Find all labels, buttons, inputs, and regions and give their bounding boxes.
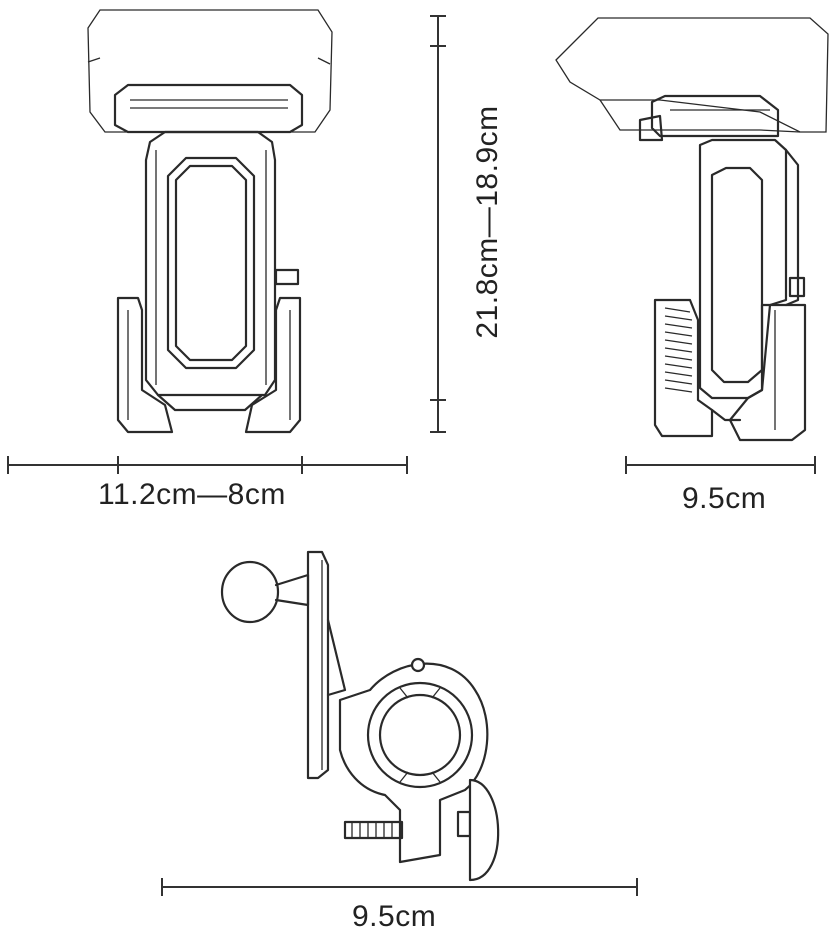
front-width-dimension-line <box>7 456 408 474</box>
bottom-width-label: 9.5cm <box>352 900 437 933</box>
front-width-label: 11.2cm—8cm <box>98 478 286 511</box>
side-width-dimension-line <box>625 456 816 474</box>
height-dimension-line <box>430 15 446 433</box>
front-view-holder <box>87 9 333 434</box>
side-view-holder <box>555 17 829 442</box>
bottom-width-dimension-line <box>161 878 638 896</box>
side-width-label: 9.5cm <box>682 482 767 515</box>
bottom-view-clamp <box>220 550 500 882</box>
height-label: 21.8cm—18.9cm <box>471 105 504 339</box>
